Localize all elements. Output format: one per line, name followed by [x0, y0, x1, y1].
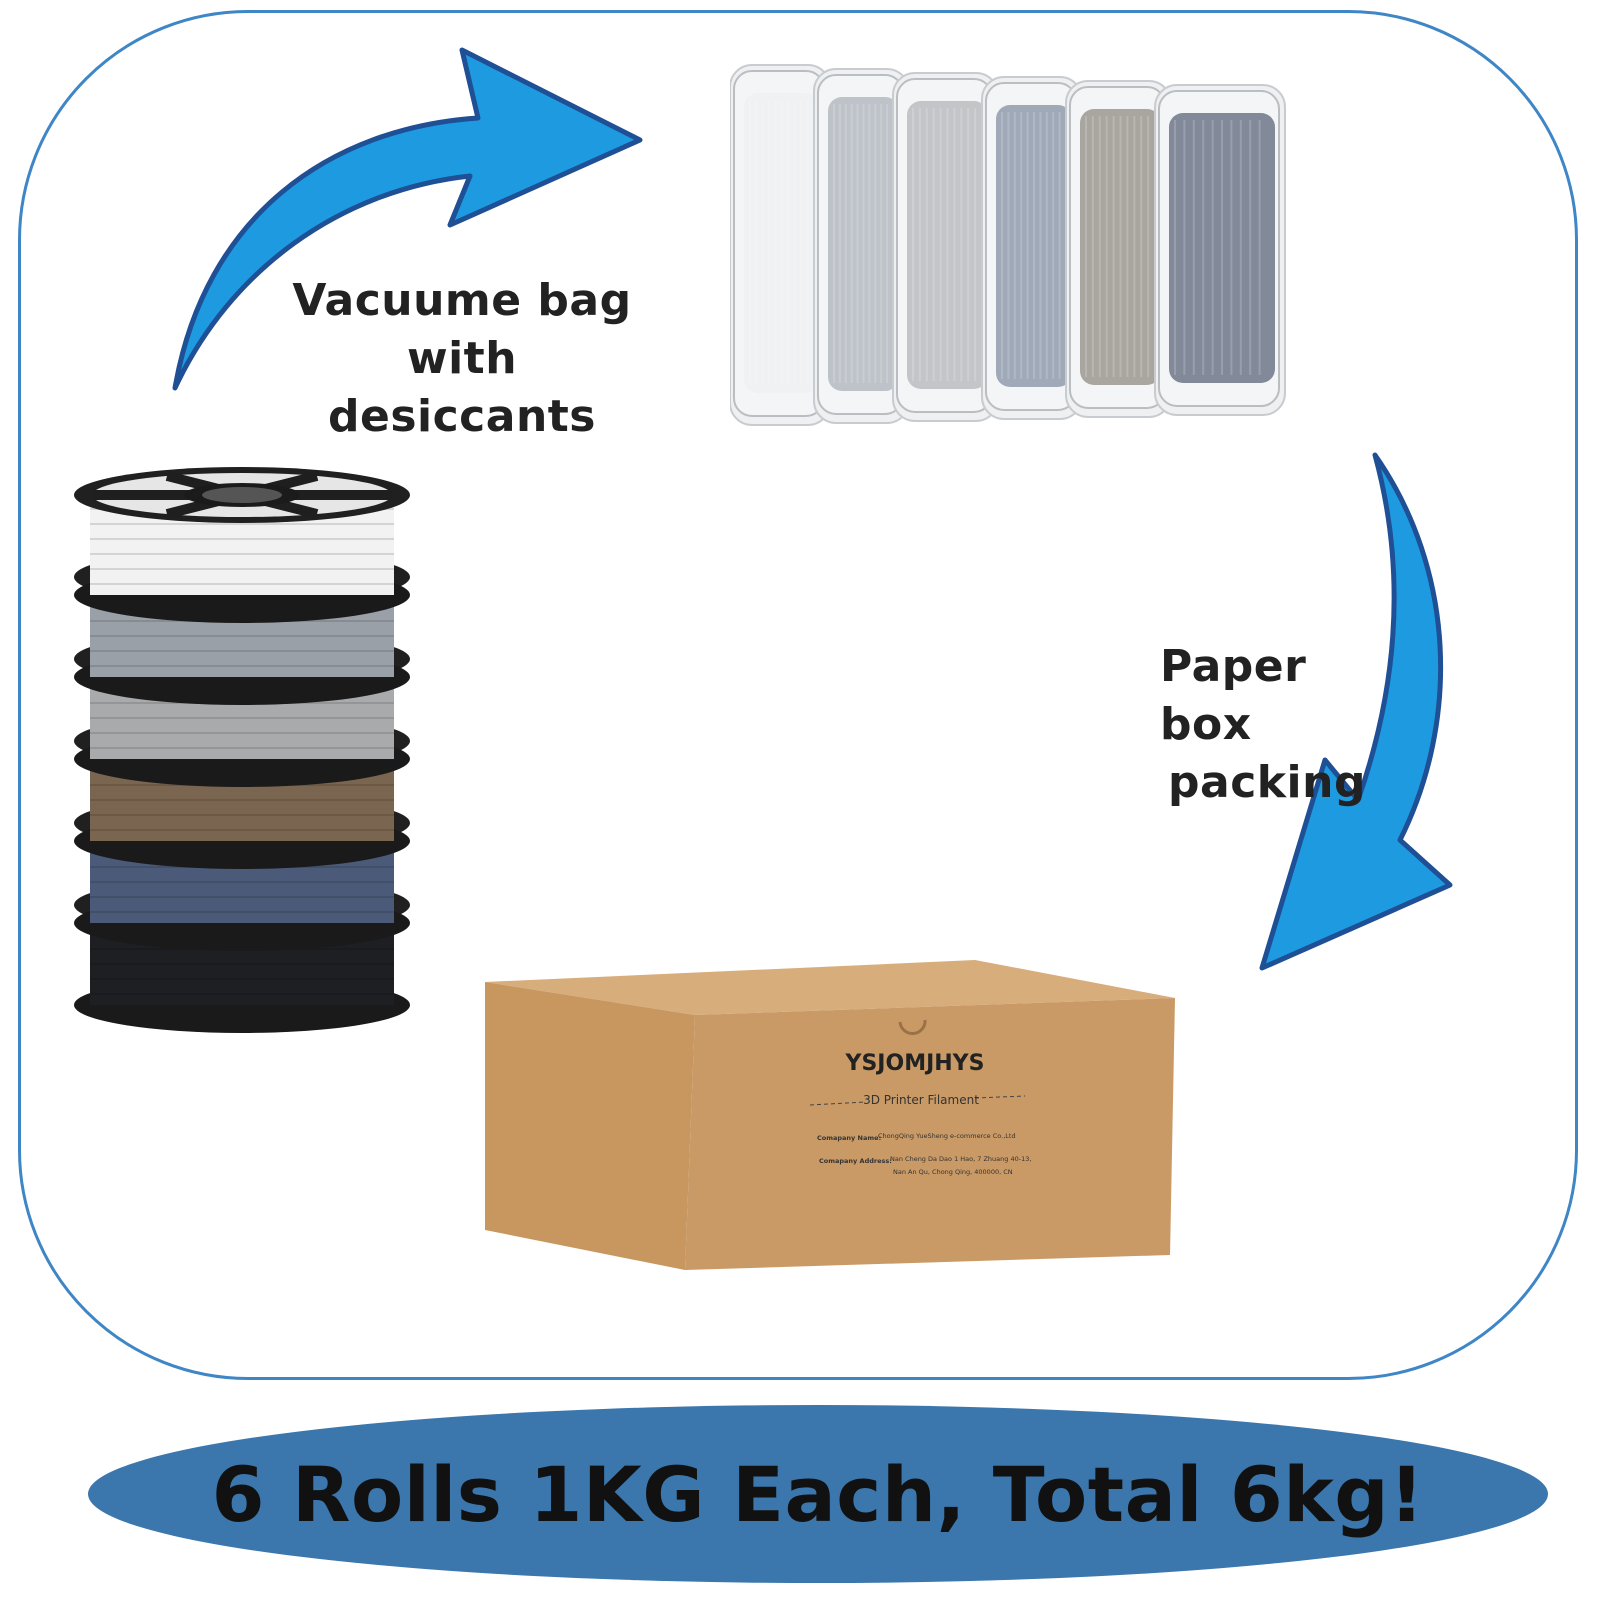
spool-1: [74, 467, 410, 623]
bagged-spool-5: [1065, 80, 1172, 418]
box-address-line1: Nan Cheng Da Dao 1 Hao, 7 Zhuang 40-13,: [890, 1155, 1031, 1163]
spool-stack-image: [74, 467, 410, 1033]
box-address-line2: Nan An Qu, Chong Qing, 400000, CN: [893, 1168, 1013, 1176]
summary-banner: [88, 1405, 1548, 1583]
box-company-address-label: Comapany Address:: [819, 1157, 892, 1165]
box-top: [485, 960, 1175, 1015]
box-left-face: [485, 982, 695, 1270]
vacuum-label-line2: with desiccants: [327, 333, 596, 442]
curved-arrow-right-icon: [172, 47, 643, 391]
box-company-name-label: Comapany Name:: [817, 1134, 881, 1142]
paper-box-label: Paper box packing: [1160, 638, 1410, 812]
curved-arrow-down-icon: [1259, 452, 1453, 971]
cardboard-box-image: YSJOMJHYS 3D Printer Filament Comapany N…: [485, 960, 1175, 1270]
bagged-spool-3: [892, 72, 999, 422]
vacuum-label-line1: Vacuume bag: [292, 275, 632, 326]
box-product: 3D Printer Filament: [863, 1093, 979, 1107]
vacuum-bagged-spools-image: [730, 64, 1286, 426]
rounded-frame: [18, 10, 1578, 1380]
vacuum-bag-label: Vacuume bag with desiccants: [272, 272, 652, 446]
bagged-spool-4: [981, 76, 1083, 420]
box-company-name: ChongQing YueSheng e-commerce Co.,Ltd: [878, 1132, 1016, 1140]
bagged-spool-6: [1154, 84, 1286, 416]
box-front-face: [685, 998, 1175, 1270]
box-label-line1: Paper box: [1160, 641, 1307, 750]
box-brand: YSJOMJHYS: [845, 1051, 985, 1076]
bagged-spool-2: [813, 68, 910, 424]
bagged-spool-1: [730, 64, 831, 426]
box-label-line2: packing: [1168, 757, 1366, 808]
summary-banner-text: 6 Rolls 1KG Each, Total 6kg!: [211, 1449, 1425, 1539]
